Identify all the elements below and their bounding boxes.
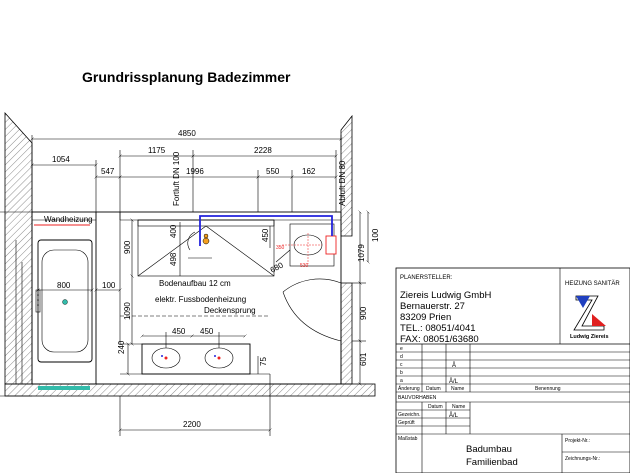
double-vanity: [120, 343, 270, 375]
dim-450-wc: 450: [261, 228, 270, 242]
projekt-nr-label: Projekt-Nr.:: [565, 438, 590, 444]
dim-498: 498: [169, 252, 178, 266]
rev-row-e: e: [400, 346, 403, 352]
project-section: Badumbau Familienbad Projekt-Nr.: Zeichn…: [421, 434, 630, 473]
bathtub: [35, 239, 93, 363]
rev-row-d: d: [400, 354, 403, 360]
wc: [282, 223, 337, 267]
dim-2228: 2228: [254, 146, 272, 155]
dim-601: 601: [359, 352, 368, 366]
date-header-datum: Datum: [428, 404, 443, 410]
company-logo: [573, 295, 606, 331]
rev-header-datum: Datum: [426, 386, 441, 392]
company-street: Bernauerstr. 27: [400, 301, 465, 312]
dim-240: 240: [117, 340, 126, 354]
dim-162: 162: [302, 167, 316, 176]
dimension-lines: [32, 135, 368, 436]
right-wall: [340, 114, 353, 385]
project-line-2: Familienbad: [466, 457, 518, 468]
deckensprung-label: Deckensprung: [204, 306, 256, 315]
dim-100-mid: 100: [102, 281, 116, 290]
dim-75: 75: [259, 357, 268, 366]
dim-530: 530: [300, 263, 309, 269]
dim-900-right: 900: [359, 306, 368, 320]
rev-row-b: b: [400, 370, 403, 376]
massstab-label: Maßstab: [398, 436, 418, 442]
abluft-label: Abluft DN 80: [338, 160, 347, 206]
annotation-labels: Fortluft DN 100 Abluft DN 80 Bodenaufbau…: [155, 151, 347, 315]
left-wall-marks: [15, 240, 23, 384]
dim-2200: 2200: [183, 420, 201, 429]
gezeichnet-label: Gezeichn.: [398, 412, 421, 418]
dim-680: 680: [269, 260, 285, 274]
dim-900-left: 900: [123, 240, 132, 254]
rev-row-a: a: [400, 378, 403, 384]
rev-header-name: Name: [451, 386, 465, 392]
fussboden-label: elektr. Fussbodenheizung: [155, 295, 246, 304]
rev-c-mark: Å: [452, 362, 456, 369]
dim-1175: 1175: [148, 146, 166, 155]
rev-header-aenderung: Änderung: [398, 385, 420, 392]
company-tel: TEL.: 08051/4041: [400, 323, 476, 334]
drawn-checked-table: Datum Name Gezeichn. Geprüft Å/L Maßstab: [396, 402, 630, 442]
dim-350: 350: [276, 245, 285, 251]
company-name: Ziereis Ludwig GmbH: [400, 290, 491, 301]
brand-bottom-text: Ludwig Ziereis: [570, 334, 609, 340]
company-city: 83209 Prien: [400, 312, 451, 323]
heating-radiator: [38, 386, 90, 390]
dim-1079: 1079: [357, 244, 366, 262]
shower-area: [137, 219, 275, 277]
ventilation-duct: [199, 215, 333, 246]
wall-heating-label: Wandheizung: [44, 215, 93, 224]
rev-header-benennung: Benennung: [535, 386, 561, 392]
dim-400: 400: [169, 224, 178, 238]
gez-mark: Å/L: [449, 412, 459, 419]
dim-550: 550: [266, 167, 280, 176]
dim-1054: 1054: [52, 155, 70, 164]
dim-1090: 1090: [123, 302, 132, 320]
drawing-title: Grundrissplanung Badezimmer: [82, 69, 291, 85]
date-header-name: Name: [452, 404, 466, 410]
revision-table: e d c b a Å Å/L Änderung Datum Name Bene…: [396, 344, 630, 403]
rev-a-mark: Å/L: [449, 378, 459, 385]
planersteller-label: PLANERSTELLER:: [400, 275, 453, 281]
dim-450-b: 450: [200, 327, 214, 336]
fortluft-label: Fortluft DN 100: [172, 151, 181, 206]
title-block: PLANERSTELLER: Ziereis Ludwig GmbH Berna…: [395, 267, 630, 473]
company-fax: FAX: 08051/63680: [400, 334, 479, 345]
project-line-1: Badumbau: [466, 444, 512, 455]
dim-total-width: 4850: [178, 129, 196, 138]
dim-450-a: 450: [172, 327, 186, 336]
zeichnungs-nr-label: Zeichnungs-Nr.:: [565, 456, 600, 462]
geprueft-label: Geprüft: [398, 420, 415, 426]
bauvorhaben-label: BAUVORHABEN: [398, 395, 437, 401]
dim-547: 547: [101, 167, 115, 176]
brand-top-text: HEIZUNG SANITÄR: [565, 280, 620, 287]
dim-100-right: 100: [371, 228, 380, 242]
dim-800: 800: [57, 281, 71, 290]
bodenaufbau-label: Bodenaufbau 12 cm: [159, 279, 231, 288]
dim-1996: 1996: [186, 167, 204, 176]
rev-row-c: c: [400, 362, 403, 368]
door-swing: [282, 278, 342, 342]
